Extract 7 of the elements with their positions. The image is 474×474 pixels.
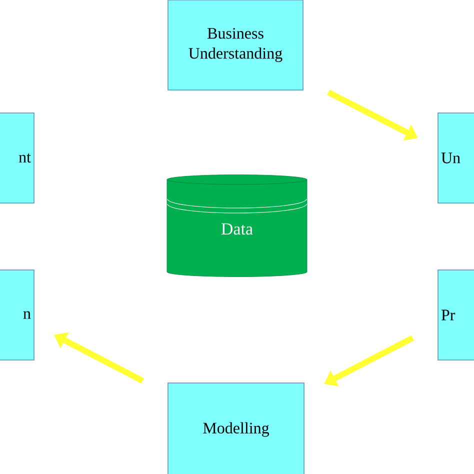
process-box: Modelling: [168, 382, 304, 474]
process-box: Business Understanding: [168, 0, 304, 90]
process-box: n: [0, 270, 34, 360]
process-box: nt: [0, 112, 34, 204]
database-cylinder: Data: [166, 174, 308, 277]
process-box: Un: [438, 112, 474, 204]
process-box: Pr: [438, 270, 474, 360]
